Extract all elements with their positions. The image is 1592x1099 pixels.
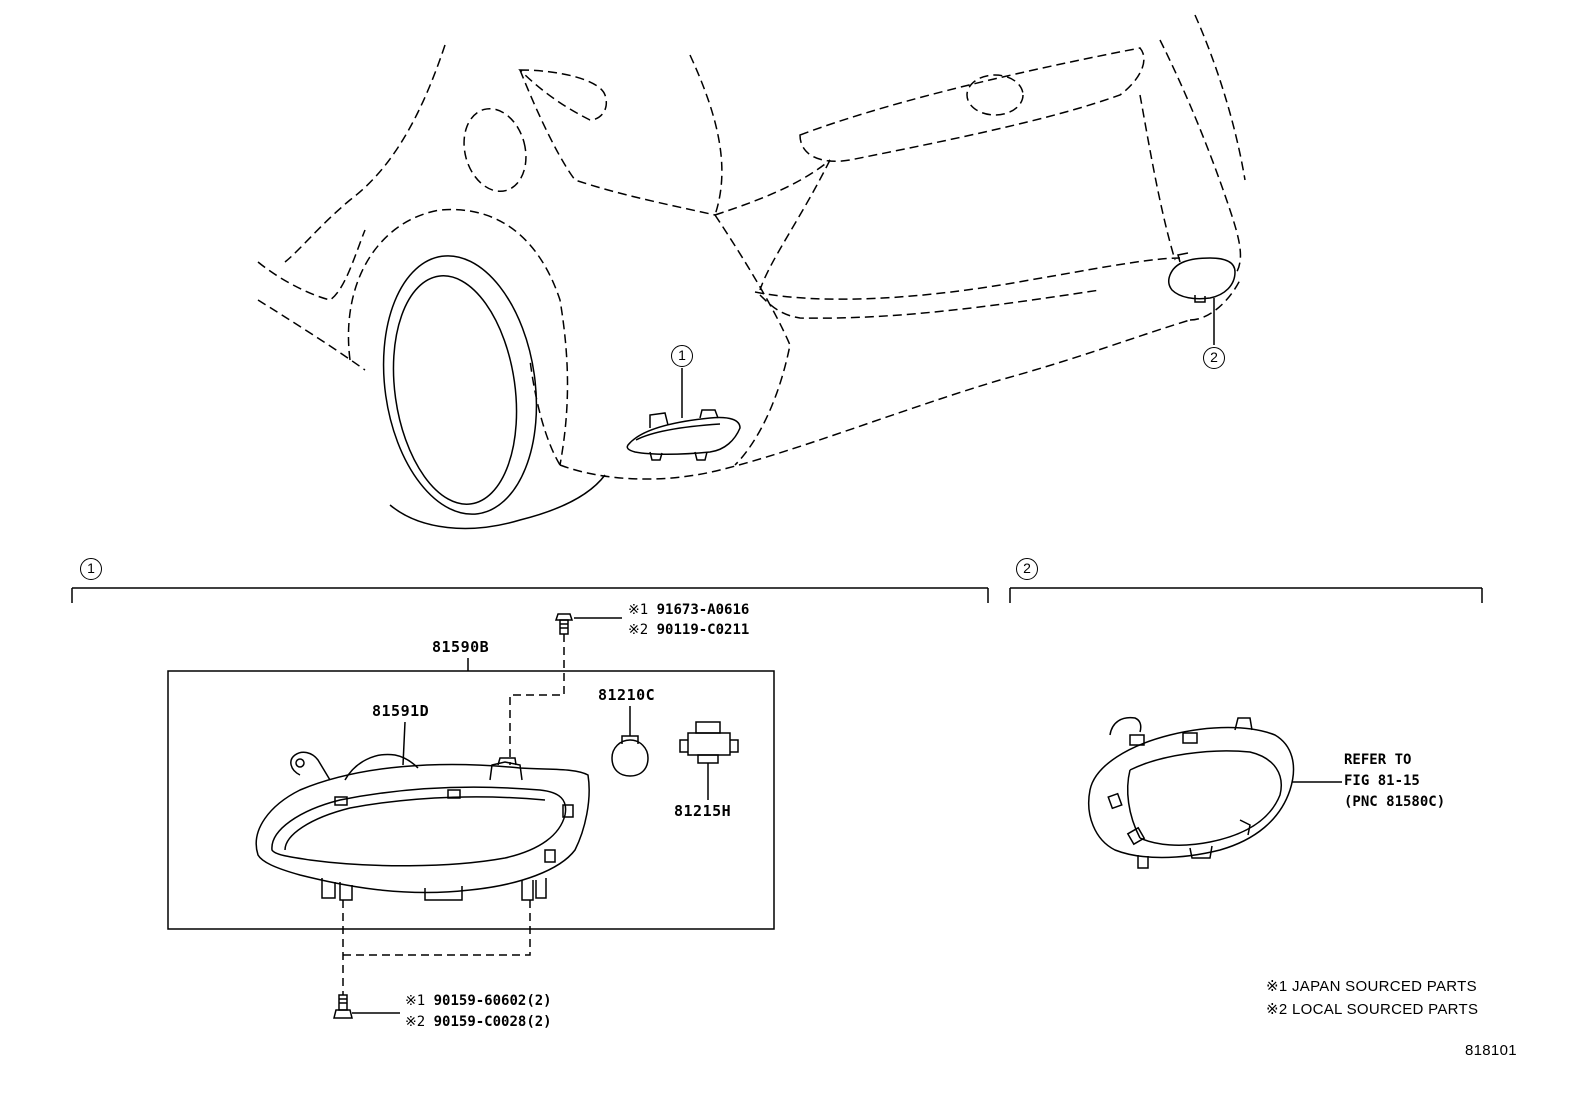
section-2-bracket [1009, 587, 1483, 603]
vehicle-rear-outline [257, 14, 1246, 480]
dashed-path-bottom-screw [342, 900, 531, 995]
section-1-bracket [71, 587, 989, 603]
source-mark: ※2 [628, 622, 649, 638]
vehicle-wheel [382, 255, 606, 530]
socket-part [679, 721, 739, 764]
part-code: 90159-60602(2) [433, 993, 552, 1009]
figure-number: 818101 [1465, 1042, 1517, 1059]
reference-line-1: REFER TO [1344, 752, 1412, 768]
source-mark: ※1 [628, 602, 649, 618]
dashed-path-top-screw [509, 634, 565, 765]
assembly-part-number: 81590B [432, 638, 490, 656]
fog-lamp-right [1088, 716, 1295, 869]
legend-item-japan: ※1 JAPAN SOURCED PARTS [1266, 978, 1477, 995]
legend-item-local: ※2 LOCAL SOURCED PARTS [1266, 1001, 1479, 1018]
source-mark: ※1 [405, 993, 426, 1009]
reference-line-2: FIG 81-15 [1344, 773, 1420, 789]
housing-part-number: 81591D [372, 702, 430, 720]
part-code: 91673-A0616 [656, 602, 750, 618]
callout-marker-2: 2 [1203, 347, 1225, 369]
lamp-thumbnail-left [626, 409, 741, 461]
leader-line-housing [402, 721, 406, 766]
top-screw [554, 613, 574, 635]
bulb-part [611, 735, 649, 777]
section-2-marker: 2 [1016, 558, 1038, 580]
bulb-part-number: 81210C [598, 686, 656, 704]
callout-marker-1: 1 [671, 345, 693, 367]
bottom-screw-line-1: ※1 90159-60602(2) [405, 993, 552, 1009]
part-code: 90119-C0211 [656, 622, 750, 638]
socket-part-number: 81215H [674, 802, 732, 820]
bottom-screw [333, 994, 353, 1019]
reference-line-3: (PNC 81580C) [1344, 794, 1446, 810]
fog-lamp-housing [255, 751, 590, 901]
part-code: 90159-C0028(2) [433, 1014, 552, 1030]
section-1-marker: 1 [80, 558, 102, 580]
top-screw-line-2: ※2 90119-C0211 [628, 622, 749, 638]
top-screw-line-1: ※1 91673-A0616 [628, 602, 749, 618]
source-mark: ※2 [405, 1014, 426, 1030]
lamp-thumbnail-right [1167, 252, 1236, 303]
bottom-screw-line-2: ※2 90159-C0028(2) [405, 1014, 552, 1030]
assembly-box [167, 670, 775, 930]
